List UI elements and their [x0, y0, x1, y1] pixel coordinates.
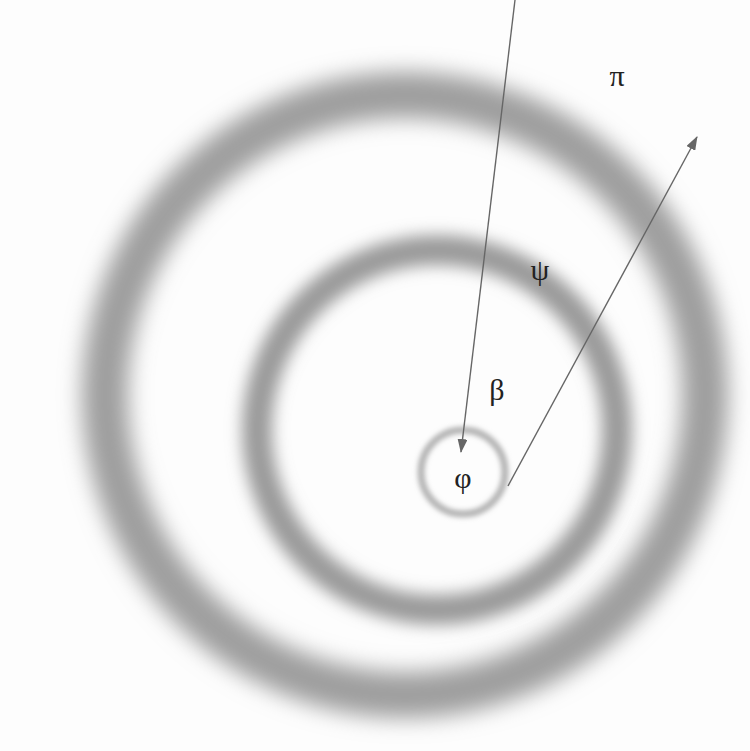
blurred-ring — [65, 55, 745, 735]
arrow-line — [508, 137, 697, 486]
arrow-line — [461, 0, 515, 452]
ring-band — [257, 250, 617, 610]
ring-band — [421, 430, 505, 514]
blurred-ring — [227, 220, 647, 640]
greek-symbol: ψ — [531, 255, 550, 285]
greek-symbol: φ — [454, 463, 471, 493]
greek-symbol: β — [489, 375, 504, 405]
ring-region: ψβφ — [65, 55, 745, 735]
greek-symbol: π — [609, 61, 624, 91]
ring-band — [105, 95, 705, 695]
ring-region: βφ — [227, 220, 647, 640]
